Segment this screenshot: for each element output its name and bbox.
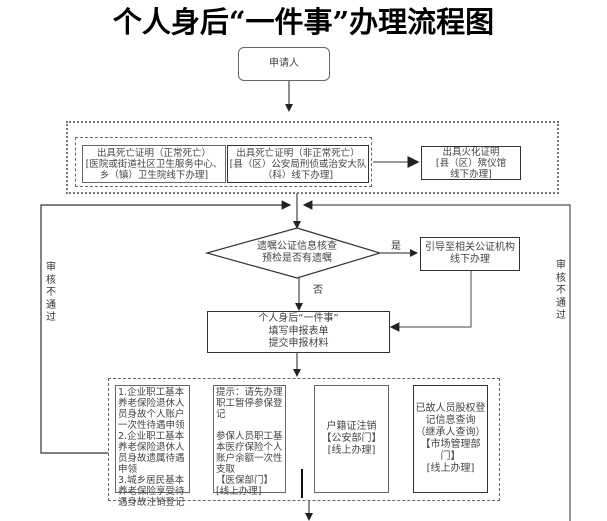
applicant-node: 申请人 [238,47,330,81]
notary-guide-label: 引导至相关公证机构 线下办理 [425,242,515,265]
notary-guide-node: 引导至相关公证机构 线下办理 [420,237,520,271]
pension-label: 1.企业职工基本养老保险退休人员身故个人账户一次性待遇申领 2.企业职工基本养老… [118,387,185,508]
household-node: 户籍证注销 【公安部门】 [线上办理] [314,385,389,493]
audit-fail-left-label: 审核不通过 [46,262,56,323]
will-check-label: 遗嘱公证信息核查 预检是否有遗嘱 [257,241,337,264]
submit-node: 个人身后“一件事” 填写申报表单 提交申报材料 [207,311,390,353]
pension-node: 1.企业职工基本养老保险退休人员身故个人账户一次性待遇申领 2.企业职工基本养老… [115,385,190,508]
will-check-label-wrap: 遗嘱公证信息核查 预检是否有遗嘱 [230,240,364,266]
death-cert-inner-group [75,137,372,187]
equity-label: 已故人员股权登记信息查询 （继承人查询） 【市场管理部门】 [线上办理] [415,403,486,474]
death-cert-normal-node: 出具死亡证明（正常死亡） [医院或街道社区卫生服务中心、乡（镇）卫生院线下办理] [82,145,226,183]
edge-notary-to-submit [389,270,472,332]
services-group [108,378,500,501]
page-title: 个人身后“一件事”办理流程图 [112,5,495,39]
cremation-cert-node: 出具火化证明 [县（区）殡仪馆 线下办理] [421,146,521,180]
death-cert-normal-label: 出具死亡证明（正常死亡） [医院或街道社区卫生服务中心、乡（镇）卫生院线下办理] [85,147,223,181]
cremation-cert-label: 出具火化证明 [县（区）殡仪馆 线下办理] [435,146,507,180]
submit-label: 个人身后“一件事” 填写申报表单 提交申报材料 [258,313,339,350]
household-label: 户籍证注销 【公安部门】 [线上办理] [321,421,382,456]
medical-node: 提示：请先办理职工暂停参保登记 参保人员职工基本医疗保险个人账户余额一次性支取 … [213,385,286,497]
audit-fail-right-label: 审核不通过 [556,260,566,321]
edge-yes-label: 是 [391,241,401,252]
equity-node: 已故人员股权登记信息查询 （继承人查询） 【市场管理部门】 [线上办理] [413,385,488,493]
applicant-label: 申请人 [269,58,299,69]
death-cert-abnormal-label: 出具死亡证明（非正常死亡） [县（区）公安局刑侦或治安大队（科）线下办理] [229,147,367,181]
death-cert-group [66,121,559,194]
medical-label: 提示：请先办理职工暂停参保登记 参保人员职工基本医疗保险个人账户余额一次性支取 … [216,387,283,497]
death-cert-abnormal-node: 出具死亡证明（非正常死亡） [县（区）公安局刑侦或治安大队（科）线下办理] [227,145,369,183]
edge-no-label: 否 [313,285,323,296]
